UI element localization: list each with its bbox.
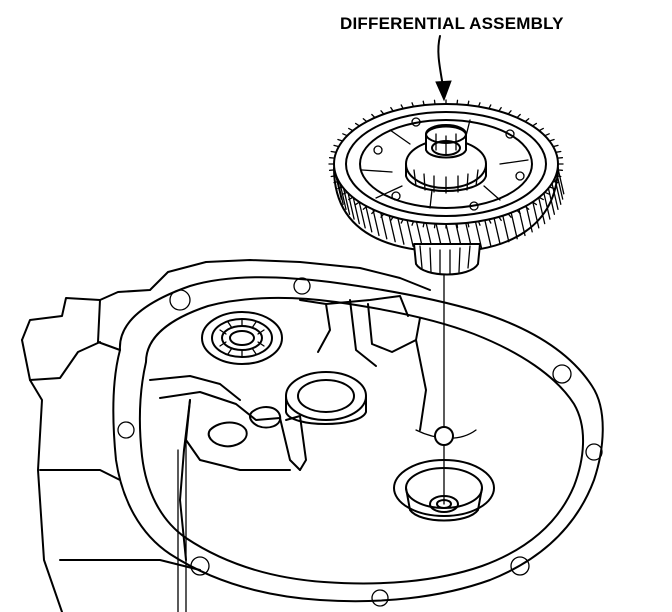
- gear-tooth: [525, 205, 533, 233]
- gear-tooth: [397, 217, 405, 245]
- transmission-case: [21, 259, 604, 612]
- gear-tooth: [556, 172, 564, 200]
- gear-tooth: [406, 219, 414, 247]
- gear-tooth: [358, 201, 366, 229]
- gear-tooth: [502, 215, 510, 243]
- gear-tooth: [543, 192, 551, 220]
- differential-assembly: [328, 99, 565, 276]
- gear-tooth: [538, 196, 546, 225]
- gear-tooth: [372, 208, 380, 237]
- gear-tooth: [347, 192, 355, 220]
- gear-tooth: [493, 217, 501, 245]
- gear-tooth: [547, 187, 556, 215]
- gear-tooth: [554, 177, 562, 205]
- gear-tooth: [339, 182, 347, 211]
- differential-assembly-label: DIFFERENTIAL ASSEMBLY: [340, 14, 564, 33]
- callout-arrow: [435, 35, 452, 102]
- gear-tooth: [557, 167, 565, 195]
- gear-tooth: [551, 182, 559, 211]
- gear-tooth: [518, 208, 526, 237]
- gear-tooth: [352, 196, 360, 225]
- gear-tooth: [342, 187, 351, 215]
- gear-tooth: [380, 212, 388, 240]
- gear-tooth: [532, 201, 540, 229]
- gear-tooth: [365, 205, 373, 233]
- gear-tooth: [388, 215, 396, 243]
- gear-tooth: [484, 219, 492, 247]
- alignment-line: [434, 267, 454, 505]
- gear-tooth: [510, 212, 518, 240]
